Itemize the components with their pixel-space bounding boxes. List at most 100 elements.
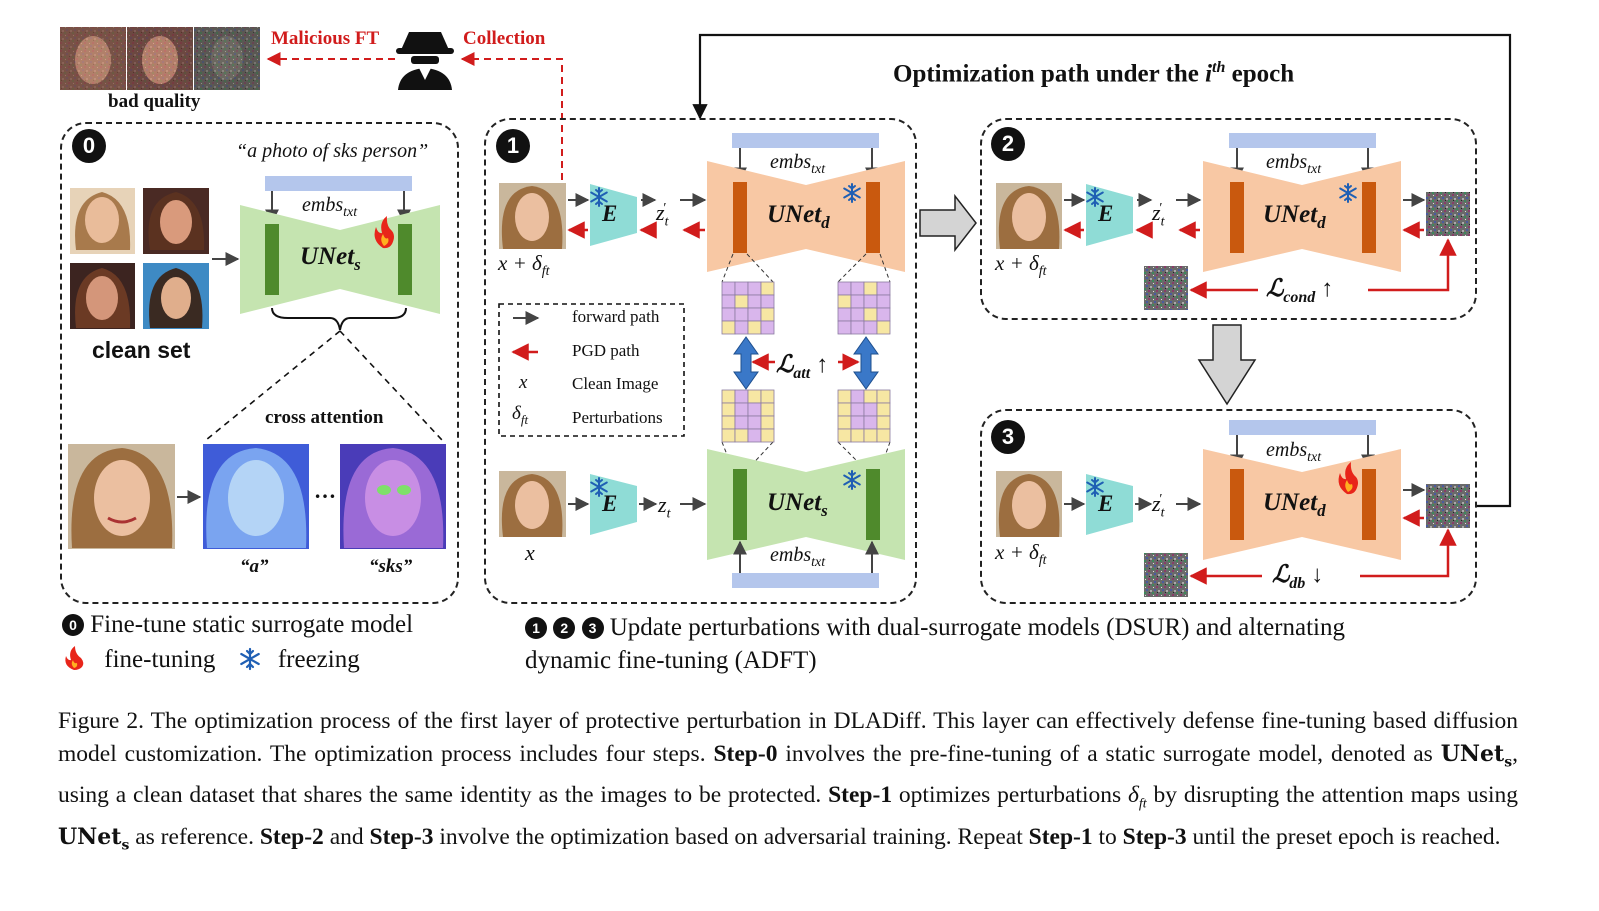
encoder-label-p1-top: E bbox=[602, 201, 618, 226]
step0-badge: 0 bbox=[72, 129, 106, 163]
zt-label-p3: zt′ bbox=[1152, 491, 1165, 521]
embs-bar-panel0 bbox=[265, 176, 412, 191]
noise-output-p2 bbox=[1426, 192, 1470, 236]
unet-d-p1 bbox=[707, 161, 905, 272]
bad-quality-images bbox=[60, 27, 260, 90]
cross-attention-images bbox=[68, 444, 446, 549]
flow-arrow-p1-p2 bbox=[919, 193, 977, 253]
attention-map-grid bbox=[837, 389, 891, 443]
attention-map-grid bbox=[721, 281, 775, 335]
clean-set-label: clean set bbox=[92, 337, 191, 363]
step1-marker: 1 bbox=[525, 617, 547, 639]
unet-d-label-p3: UNetd bbox=[1263, 489, 1326, 520]
unet-d-p2 bbox=[1203, 161, 1401, 272]
unet-d-label-p1: UNetd bbox=[767, 201, 830, 232]
x-label-p1: x bbox=[525, 540, 535, 565]
fine-tuning-label: fine-tuning bbox=[104, 646, 216, 673]
noise-target-p2 bbox=[1144, 266, 1188, 310]
collection-arrow bbox=[460, 52, 563, 180]
legend-pgd-label: PGD path bbox=[572, 341, 640, 360]
step1-badge: 1 bbox=[496, 129, 530, 163]
token-sks-label: “sks” bbox=[369, 556, 413, 577]
brace bbox=[271, 307, 407, 331]
snowflake-icon bbox=[843, 183, 861, 203]
attention-map-grid bbox=[721, 389, 775, 443]
embs-label-p1-bottom: embstxt bbox=[770, 544, 826, 570]
embs-label-p3: embstxt bbox=[1266, 439, 1322, 465]
ellipsis: … bbox=[314, 478, 336, 503]
unet-s-label-p1: UNets bbox=[767, 489, 828, 520]
loss-db-label: ℒdb ↓ bbox=[1272, 562, 1324, 592]
legend-x-symbol: x bbox=[519, 372, 528, 393]
hacker-icon bbox=[396, 32, 454, 90]
embs-bar-p3 bbox=[1229, 420, 1376, 435]
input-image-p3 bbox=[996, 471, 1062, 537]
legend-perturbations-label: Perturbations bbox=[572, 408, 663, 427]
bad-quality-label: bad quality bbox=[108, 91, 201, 112]
step3-badge: 3 bbox=[991, 420, 1025, 454]
panel-step1 bbox=[484, 118, 917, 604]
loss-cond-label: ℒcond ↑ bbox=[1266, 276, 1334, 306]
fire-icon-p3 bbox=[1338, 462, 1358, 495]
loss-att-label: ℒatt ↑ bbox=[776, 352, 829, 382]
embs-bar-p1-bottom bbox=[732, 573, 879, 588]
optimization-title: Optimization path under the ith epoch bbox=[893, 59, 1295, 88]
legend-clean-image-label: Clean Image bbox=[572, 374, 659, 393]
step3-marker: 3 bbox=[581, 617, 604, 639]
figure-caption: Figure 2. The optimization process of th… bbox=[58, 708, 1519, 854]
panel-step2 bbox=[980, 118, 1477, 320]
update-caption-line1: Update perturbations with dual-surrogate… bbox=[609, 614, 1345, 641]
unet-s-p1 bbox=[707, 449, 905, 560]
cross-attention-label: cross attention bbox=[265, 407, 384, 428]
embs-bar-p2 bbox=[1229, 133, 1376, 148]
snowflake-legend-icon bbox=[239, 647, 260, 671]
input-image-perturbed-p1 bbox=[499, 183, 566, 249]
bottom-left-legend: 0 Fine-tune static surrogate model fine-… bbox=[62, 611, 413, 679]
snowflake-icon bbox=[1086, 187, 1104, 207]
x-delta-label-p1: x + δft bbox=[498, 251, 550, 280]
unet-d-label-p2: UNetd bbox=[1263, 201, 1326, 232]
flow-arrow-p2-p3 bbox=[1197, 324, 1257, 406]
panel-step0 bbox=[60, 122, 459, 604]
prompt-text: “a photo of sks person” bbox=[236, 140, 429, 162]
snowflake-icon bbox=[1339, 183, 1357, 203]
snowflake-icon bbox=[590, 477, 608, 497]
collection-label: Collection bbox=[463, 28, 546, 49]
bottom-right-legend: 1 2 3 Update perturbations with dual-sur… bbox=[525, 611, 1345, 677]
encoder-label-p2: E bbox=[1098, 201, 1114, 226]
legend-box bbox=[498, 303, 685, 437]
clean-set-images bbox=[70, 188, 209, 329]
epoch-loop-arrow bbox=[692, 33, 1512, 508]
x-delta-label-p2: x + δft bbox=[995, 251, 1047, 280]
input-image-p2 bbox=[996, 183, 1062, 249]
update-caption-line2: dynamic fine-tuning (ADFT) bbox=[525, 647, 817, 674]
unet-s-label-p0: UNets bbox=[300, 243, 361, 274]
legend-delta-symbol: δft bbox=[512, 403, 529, 427]
x-delta-label-p3: x + δft bbox=[995, 540, 1047, 569]
embs-bar-p1-top bbox=[732, 133, 879, 148]
fire-legend-icon bbox=[65, 646, 84, 670]
snowflake-icons bbox=[590, 183, 1357, 497]
noise-target-p3 bbox=[1144, 553, 1188, 597]
embs-label-p2: embstxt bbox=[1266, 151, 1322, 177]
zt-label-p1-top: zt′ bbox=[656, 200, 669, 230]
zt-label-p2: zt′ bbox=[1152, 200, 1165, 230]
snowflake-icon bbox=[1086, 477, 1104, 497]
step0-marker: 0 bbox=[62, 614, 84, 636]
attention-map-grid bbox=[837, 281, 891, 335]
snowflake-icon bbox=[590, 187, 608, 207]
legend-forward-label: forward path bbox=[572, 307, 660, 326]
zt-label-p1-bottom: zt bbox=[658, 492, 671, 522]
panel-step3 bbox=[980, 409, 1477, 604]
fine-tune-caption: Fine-tune static surrogate model bbox=[90, 611, 414, 638]
embs-label-p0: embstxt bbox=[302, 194, 358, 220]
freezing-label: freezing bbox=[277, 646, 360, 673]
encoder-label-p1-bottom: E bbox=[602, 491, 618, 516]
fire-icon bbox=[374, 216, 394, 249]
step2-badge: 2 bbox=[991, 127, 1025, 161]
step2-marker: 2 bbox=[553, 617, 576, 639]
attention-maps bbox=[721, 281, 891, 443]
encoder-label-p3: E bbox=[1098, 491, 1114, 516]
input-image-clean-p1 bbox=[499, 471, 566, 537]
